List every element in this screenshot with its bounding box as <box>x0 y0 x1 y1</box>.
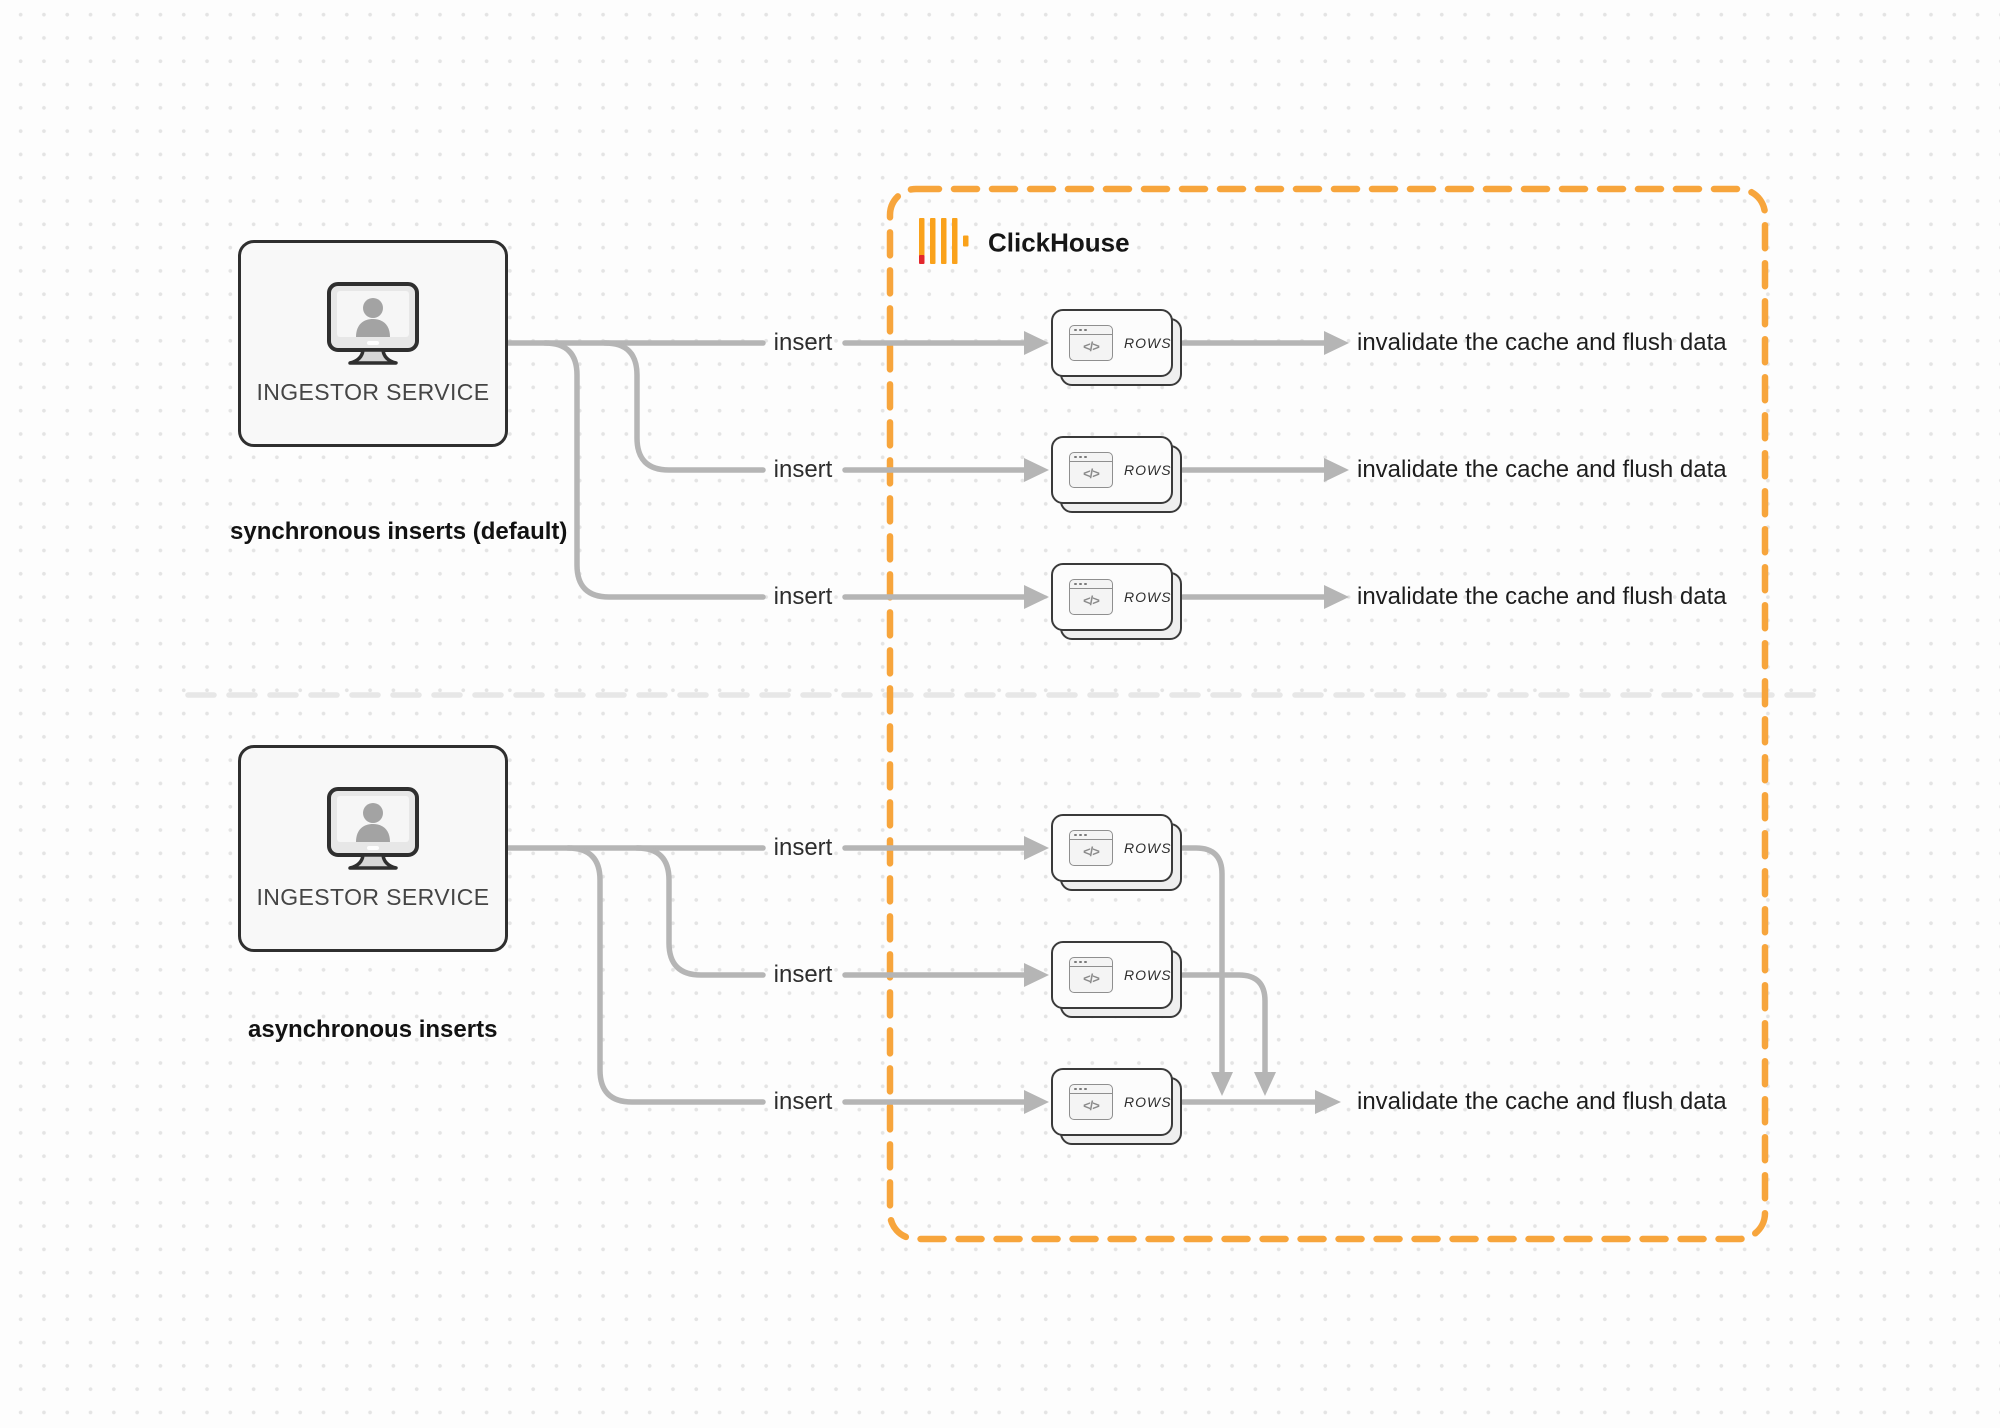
rows-card-label: ROWS <box>1124 589 1172 605</box>
clickhouse-bars-icon <box>919 218 969 264</box>
async-merge-line-1 <box>1180 845 1225 1075</box>
rows-card-front: </> ROWS <box>1051 1068 1173 1136</box>
rows-card-label: ROWS <box>1124 462 1172 478</box>
window-titlebar <box>1070 453 1112 462</box>
rows-card: </> ROWS <box>1051 814 1182 891</box>
code-window-icon: </> <box>1069 830 1113 866</box>
insert-label: insert <box>773 329 833 356</box>
rows-card: </> ROWS <box>1051 563 1182 640</box>
ingestor-service-box-sync: INGESTOR SERVICE <box>238 240 508 447</box>
code-window-icon: </> <box>1069 1084 1113 1120</box>
rows-card-front: </> ROWS <box>1051 436 1173 504</box>
clickhouse-label: ClickHouse <box>988 227 1130 258</box>
code-window-icon: </> <box>1069 452 1113 488</box>
code-glyph: </> <box>1083 466 1100 481</box>
code-window-icon: </> <box>1069 957 1113 993</box>
sync-branch-row2 <box>602 340 766 473</box>
arrowhead-right <box>1024 331 1049 355</box>
insert-label: insert <box>773 834 833 861</box>
invalidate-label: invalidate the cache and flush data <box>1357 329 1727 356</box>
arrowhead-right <box>1024 836 1049 860</box>
invalidate-label: invalidate the cache and flush data <box>1357 583 1727 610</box>
sync-connectors <box>505 331 1349 609</box>
code-glyph: </> <box>1083 971 1100 986</box>
rows-card-label: ROWS <box>1124 840 1172 856</box>
window-titlebar <box>1070 958 1112 967</box>
rows-card-front: </> ROWS <box>1051 814 1173 882</box>
async-merge-line-2 <box>1180 972 1268 1075</box>
user-silhouette <box>356 803 390 842</box>
arrowhead-right <box>1324 458 1349 482</box>
code-window-icon: </> <box>1069 579 1113 615</box>
insert-label: insert <box>773 1088 833 1115</box>
async-branch-row2 <box>634 845 766 978</box>
rows-card-front: </> ROWS <box>1051 563 1173 631</box>
code-glyph: </> <box>1083 593 1100 608</box>
section-title-async: asynchronous inserts <box>248 1016 498 1043</box>
ingestor-service-label: INGESTOR SERVICE <box>256 379 490 405</box>
code-glyph: </> <box>1083 1098 1100 1113</box>
ingestor-service-label: INGESTOR SERVICE <box>256 884 490 910</box>
arrowhead-right <box>1024 1090 1049 1114</box>
arrowhead-right <box>1024 585 1049 609</box>
arrowhead-right <box>1324 331 1349 355</box>
rows-card: </> ROWS <box>1051 309 1182 386</box>
async-branch-row3 <box>565 845 766 1105</box>
rows-card: </> ROWS <box>1051 941 1182 1018</box>
user-silhouette <box>356 298 390 337</box>
window-titlebar <box>1070 326 1112 335</box>
monitor-user-icon <box>327 282 419 365</box>
arrowhead-down <box>1211 1072 1233 1096</box>
async-connectors <box>505 836 1341 1114</box>
rows-card-label: ROWS <box>1124 967 1172 983</box>
window-titlebar <box>1070 831 1112 840</box>
monitor-user-icon <box>327 787 419 870</box>
rows-card-label: ROWS <box>1124 335 1172 351</box>
insert-label: insert <box>773 456 833 483</box>
rows-card-front: </> ROWS <box>1051 941 1173 1009</box>
arrowhead-down <box>1254 1072 1276 1096</box>
rows-card: </> ROWS <box>1051 1068 1182 1145</box>
code-window-icon: </> <box>1069 325 1113 361</box>
rows-card-label: ROWS <box>1124 1094 1172 1110</box>
sync-branch-row3 <box>542 340 766 600</box>
window-titlebar <box>1070 1085 1112 1094</box>
window-titlebar <box>1070 580 1112 589</box>
arrowhead-right <box>1324 585 1349 609</box>
section-title-sync: synchronous inserts (default) <box>230 518 568 545</box>
arrowhead-right <box>1024 458 1049 482</box>
arrowhead-right <box>1315 1090 1341 1114</box>
insert-label: insert <box>773 961 833 988</box>
code-glyph: </> <box>1083 339 1100 354</box>
invalidate-label: invalidate the cache and flush data <box>1357 1088 1727 1115</box>
rows-card: </> ROWS <box>1051 436 1182 513</box>
ingestor-service-box-async: INGESTOR SERVICE <box>238 745 508 952</box>
code-glyph: </> <box>1083 844 1100 859</box>
arrowhead-right <box>1024 963 1049 987</box>
invalidate-label: invalidate the cache and flush data <box>1357 456 1727 483</box>
insert-label: insert <box>773 583 833 610</box>
rows-card-front: </> ROWS <box>1051 309 1173 377</box>
